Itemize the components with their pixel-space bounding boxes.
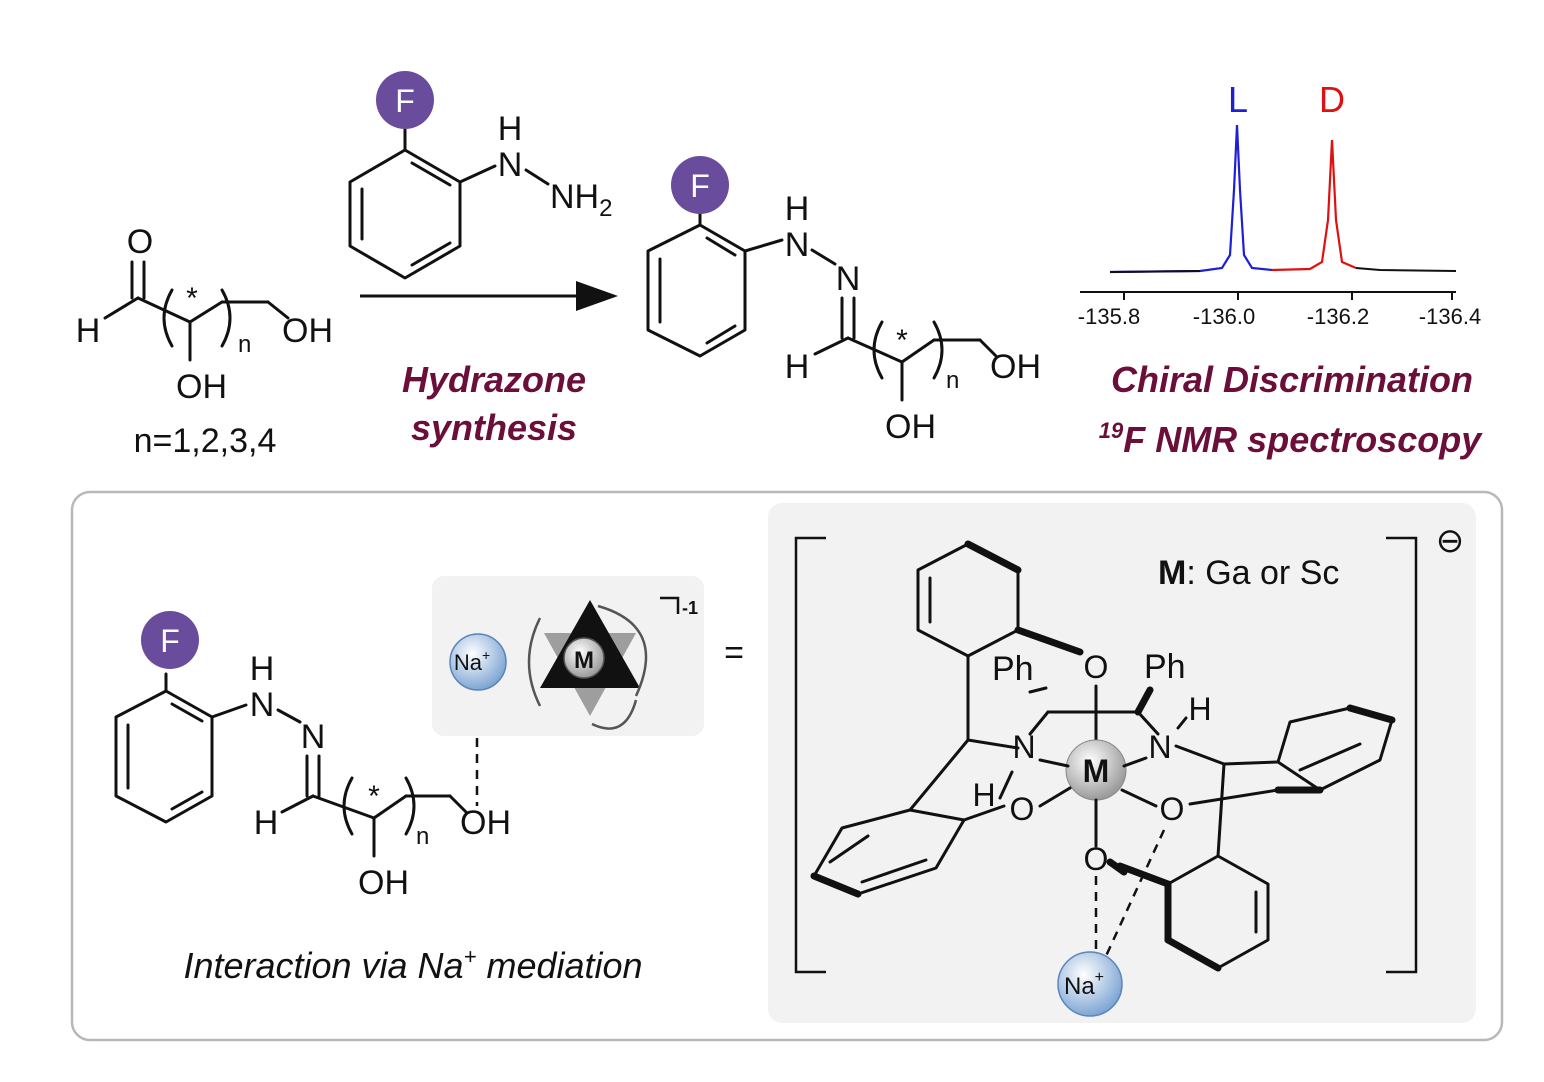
terminal-oh-label: OH	[282, 312, 333, 350]
nh-h-label: H	[498, 110, 523, 148]
repeat-n-subscript: n	[946, 367, 959, 394]
axis-tick-label: -136.2	[1307, 304, 1369, 329]
nmr-caption-line1: Chiral Discrimination	[1111, 359, 1473, 400]
nitrogen-right-label: N	[1148, 729, 1171, 765]
hydrazone-product: F H N N H * n OH OH	[646, 156, 1041, 446]
nh-h-label: H	[250, 650, 275, 688]
peak-label-d: D	[1319, 79, 1345, 120]
nmr-spectrum: L D -135.8 -136.0 -136.2 -136.4	[1078, 79, 1481, 329]
oxygen-left-label: O	[1010, 791, 1035, 827]
terminal-oh-label: OH	[990, 348, 1041, 386]
metal-center-label: M	[1083, 753, 1110, 789]
fluorine-badge-label: F	[395, 83, 415, 119]
anion-charge-symbol: ⊖	[1436, 522, 1465, 560]
repeat-n-subscript: n	[238, 331, 251, 358]
stereocenter-star: *	[368, 780, 380, 813]
fluorine-badge-label: F	[160, 623, 180, 659]
fluorophenylhydrazine-reagent: F H N NH2	[348, 71, 612, 280]
sodium-label: Na+	[1064, 969, 1104, 1000]
panel-left-caption: Interaction via Na+ mediation	[183, 944, 642, 986]
right-bracket	[1386, 536, 1418, 974]
metal-complex-structure: ⊖ M: Ga or Sc Ph Ph O	[768, 503, 1476, 1023]
aldose-structure: O H * n OH OH n=1,2,3,4	[76, 223, 333, 460]
peak-l-trace	[1109, 124, 1273, 274]
peak-label-l: L	[1228, 79, 1248, 120]
oxygen-bottom-label: O	[1084, 841, 1109, 877]
arrow-label-line1: Hydrazone	[402, 359, 586, 400]
phenyl-label-right: Ph	[1144, 648, 1186, 686]
n-values-label: n=1,2,3,4	[134, 422, 277, 460]
equals-sign: =	[724, 634, 744, 672]
panel-hydrazone: F H N N H * n OH OH	[114, 611, 511, 902]
sodium-label: Na+	[454, 647, 490, 675]
oxygen-right-label: O	[1160, 791, 1185, 827]
nh-n-label: N	[498, 146, 523, 184]
repeat-n-subscript: n	[416, 823, 429, 850]
metal-legend: M: Ga or Sc	[1158, 554, 1339, 592]
stereocenter-star: *	[186, 282, 198, 315]
sodium-ion	[1057, 951, 1123, 1017]
nmr-caption-line2: 19F NMR spectroscopy	[1099, 418, 1484, 460]
sodium-ion	[449, 633, 507, 691]
aldehyde-o-label: O	[127, 223, 153, 261]
fluorine-badge	[141, 611, 199, 669]
axis-tick-label: -136.0	[1193, 304, 1255, 329]
peak-d-trace	[1271, 139, 1357, 272]
fluorine-badge-label: F	[690, 168, 710, 204]
nh-left-h-label: H	[972, 777, 995, 813]
nh-right-h-label: H	[1188, 691, 1211, 727]
oxygen-top-label: O	[1084, 649, 1109, 685]
arrow-label-line2: synthesis	[411, 407, 577, 448]
axis-tick-label: -135.8	[1078, 304, 1140, 329]
side-oh-label: OH	[176, 368, 227, 406]
side-oh-label: OH	[885, 408, 936, 446]
imine-h-label: H	[785, 348, 810, 386]
axis-tick-label: -136.4	[1419, 304, 1481, 329]
hydrazone-n2-label: N	[301, 718, 326, 756]
fluorine-badge	[671, 156, 729, 214]
na-metal-schematic: Na+ M -1	[432, 576, 704, 736]
stereocenter-star: *	[896, 324, 908, 357]
nitrogen-left-label: N	[1012, 729, 1035, 765]
nh-h-label: H	[785, 190, 810, 228]
phenyl-label-left: Ph	[992, 650, 1034, 688]
hydrazone-n1-label: N	[250, 686, 275, 724]
charge-label: -1	[682, 598, 698, 618]
metal-center	[563, 637, 605, 679]
side-oh-label: OH	[358, 864, 409, 902]
hydrazone-n2-label: N	[836, 260, 861, 298]
metal-label: M	[574, 647, 594, 674]
fluorine-badge	[376, 71, 434, 129]
nh2-label: NH2	[550, 178, 612, 222]
imine-h-label: H	[254, 804, 279, 842]
hydrazone-n1-label: N	[785, 226, 810, 264]
left-bracket	[794, 536, 826, 974]
terminal-oh-label: OH	[460, 804, 511, 842]
aldehyde-h-label: H	[76, 312, 101, 350]
